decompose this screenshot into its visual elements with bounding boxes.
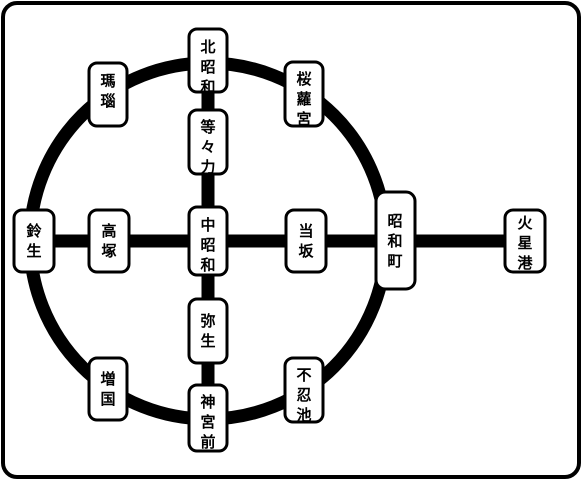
station-label-suzuki: 鈴生	[26, 222, 42, 260]
svg-text:不忍池: 不忍池	[296, 366, 311, 424]
svg-text:中昭和: 中昭和	[200, 216, 215, 274]
svg-text:桜蘿宮: 桜蘿宮	[296, 70, 311, 128]
station-naka-showa[interactable]: 中昭和	[187, 205, 229, 277]
svg-text:高塚: 高塚	[101, 222, 116, 260]
station-label-jingumae: 神宮前	[200, 393, 215, 451]
station-tousaka[interactable]: 当坂	[284, 208, 328, 274]
station-fuji-ike[interactable]: 不忍池	[283, 356, 325, 424]
station-jingumae[interactable]: 神宮前	[187, 383, 229, 453]
svg-text:鈴生: 鈴生	[26, 222, 42, 260]
station-todoroki[interactable]: 等々力	[187, 108, 229, 176]
station-ouragi[interactable]: 瑪瑙	[87, 61, 129, 128]
station-label-ouragi: 瑪瑙	[100, 72, 115, 110]
station-label-showa-machi: 昭和町	[387, 212, 402, 270]
station-kasei-port[interactable]: 火星港	[503, 208, 547, 274]
station-label-tousaka: 当坂	[298, 222, 314, 260]
station-kita-showa[interactable]: 北昭和	[187, 27, 229, 96]
svg-text:昭和町: 昭和町	[387, 212, 402, 270]
svg-text:等々力: 等々力	[200, 118, 215, 176]
station-label-sakura: 桜蘿宮	[296, 70, 311, 128]
svg-text:火星港: 火星港	[517, 214, 533, 272]
station-label-takatsuka: 高塚	[101, 222, 116, 260]
station-masukuni[interactable]: 増国	[87, 356, 129, 422]
svg-text:当坂: 当坂	[298, 222, 314, 260]
station-label-yayoi: 弥生	[200, 312, 215, 350]
svg-text:増国: 増国	[100, 370, 115, 408]
svg-text:神宮前: 神宮前	[200, 393, 215, 451]
station-label-naka-showa: 中昭和	[200, 216, 215, 274]
svg-text:瑪瑙: 瑪瑙	[100, 72, 115, 110]
station-yayoi[interactable]: 弥生	[187, 297, 229, 365]
station-takatsuka[interactable]: 高塚	[87, 208, 131, 274]
station-label-kita-showa: 北昭和	[200, 38, 215, 96]
station-label-masukuni: 増国	[100, 370, 115, 408]
station-label-fuji-ike: 不忍池	[296, 366, 311, 424]
station-label-todoroki: 等々力	[200, 118, 215, 176]
station-sakura[interactable]: 桜蘿宮	[283, 60, 325, 128]
station-label-kasei-port: 火星港	[517, 214, 533, 272]
svg-text:弥生: 弥生	[200, 312, 215, 350]
svg-text:北昭和: 北昭和	[200, 38, 215, 96]
station-suzuki[interactable]: 鈴生	[12, 208, 56, 274]
station-showa-machi[interactable]: 昭和町	[374, 190, 417, 291]
